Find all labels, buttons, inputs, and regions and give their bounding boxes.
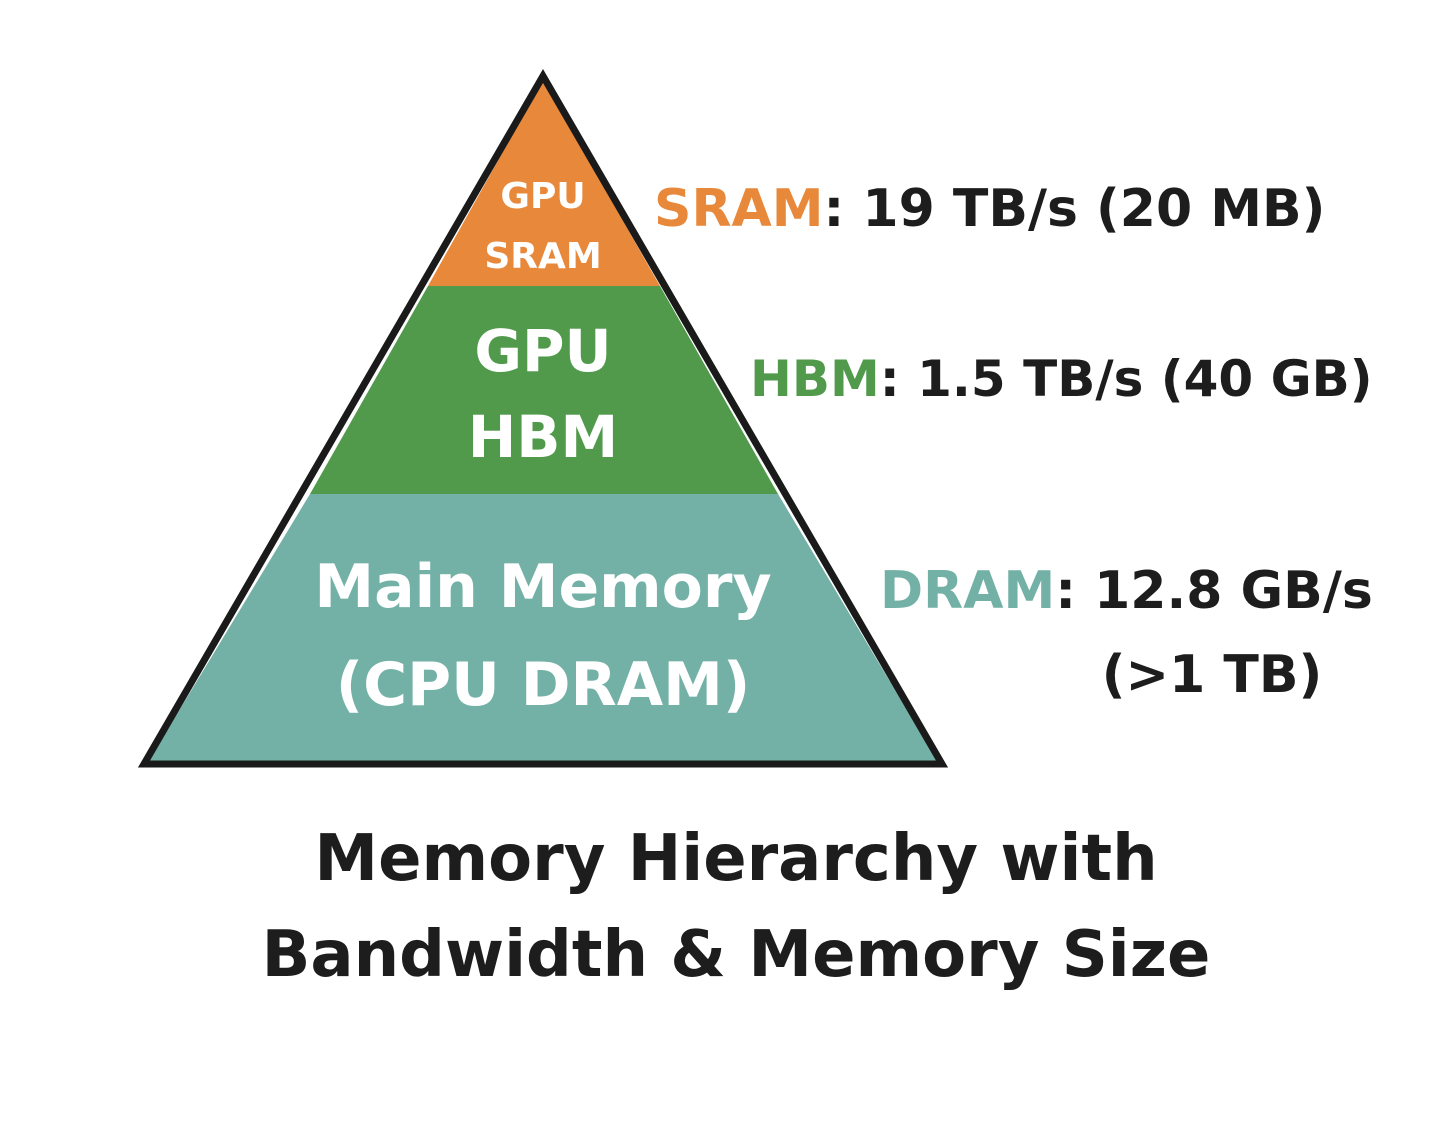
dram-annotation-size: (>1 TB)	[1102, 645, 1323, 705]
sram-annotation: SRAM: 19 TB/s (20 MB)	[654, 179, 1325, 239]
hbm-annotation: HBM: 1.5 TB/s (40 GB)	[750, 350, 1373, 408]
dram-annotation-key: DRAM	[880, 561, 1055, 621]
dram-tier-label-line2: (CPU DRAM)	[336, 650, 751, 720]
dram-annotation-value: : 12.8 GB/s	[1055, 561, 1373, 621]
caption-line1: Memory Hierarchy with	[314, 822, 1157, 896]
hbm-annotation-value: : 1.5 TB/s (40 GB)	[880, 350, 1373, 408]
pyramid-tier-hbm	[310, 286, 778, 494]
hbm-tier-label-line1: GPU	[474, 317, 611, 385]
hbm-tier-label-line2: HBM	[468, 403, 618, 471]
sram-tier-label-line1: GPU	[500, 176, 585, 217]
pyramid-outline	[137, 69, 949, 768]
pyramid	[137, 69, 949, 768]
dram-annotation: DRAM: 12.8 GB/s	[880, 561, 1373, 621]
sram-annotation-value: : 19 TB/s (20 MB)	[823, 179, 1325, 239]
sram-annotation-key: SRAM	[654, 179, 823, 239]
bandwidth-annotations: SRAM: 19 TB/s (20 MB) HBM: 1.5 TB/s (40 …	[654, 179, 1373, 705]
sram-tier-label-line2: SRAM	[484, 236, 601, 277]
pyramid-tier-dram	[148, 494, 938, 762]
pyramid-tier-labels: GPU SRAM GPU HBM Main Memory (CPU DRAM)	[314, 176, 771, 720]
dram-tier-label-line1: Main Memory	[314, 552, 771, 622]
caption-line2: Bandwidth & Memory Size	[262, 918, 1211, 992]
diagram-caption: Memory Hierarchy with Bandwidth & Memory…	[262, 822, 1211, 992]
hbm-annotation-key: HBM	[750, 350, 880, 408]
pyramid-tier-sram	[428, 80, 660, 286]
